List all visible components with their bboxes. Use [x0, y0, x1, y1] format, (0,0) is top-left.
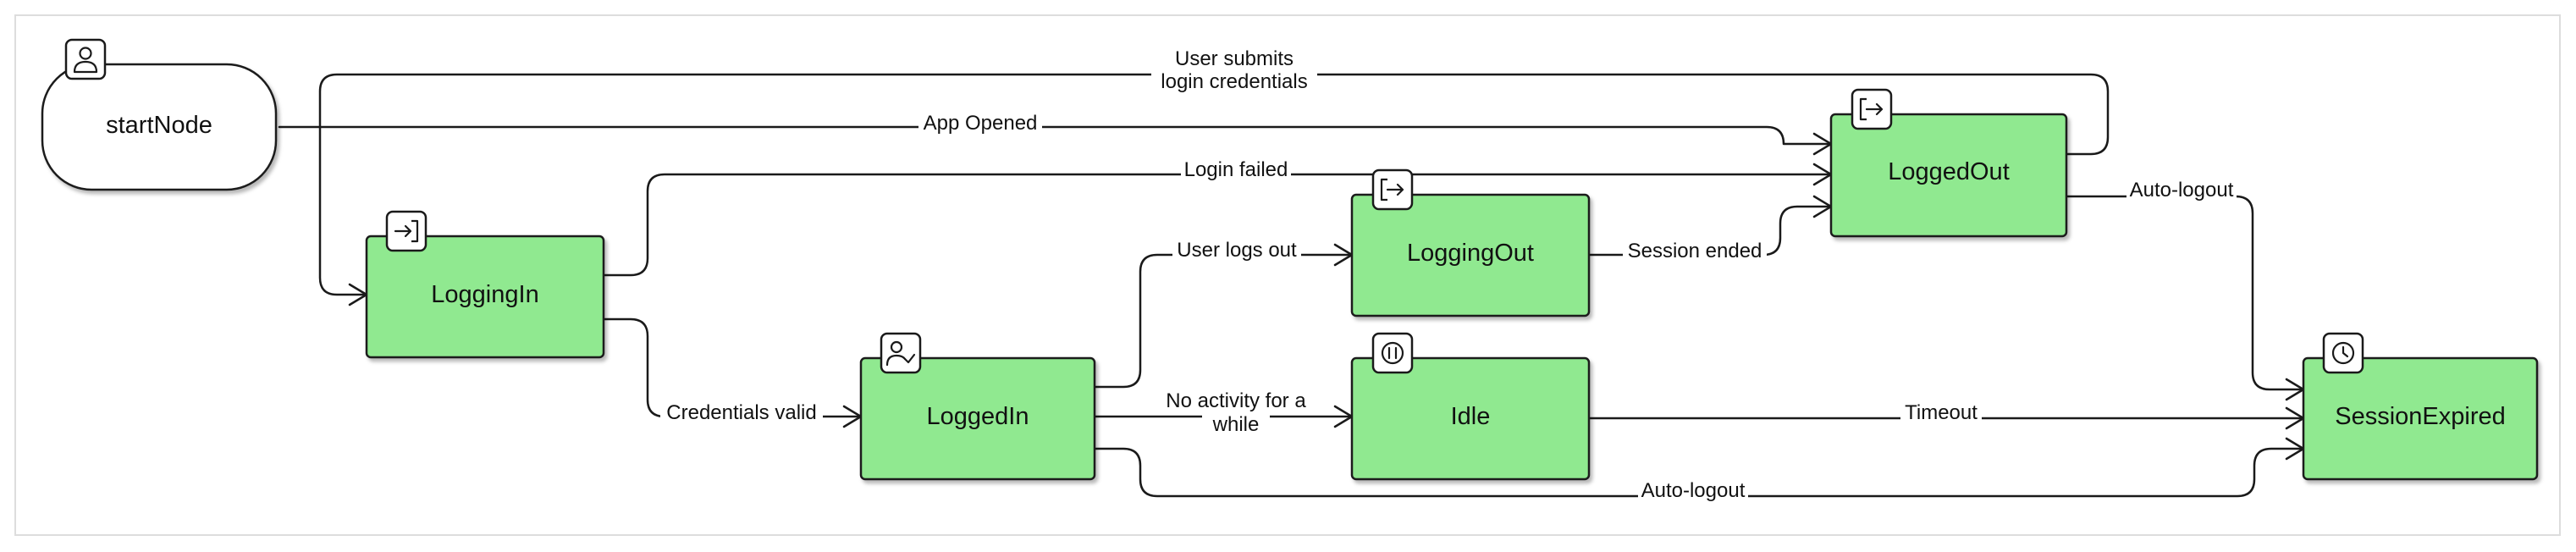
label-user-submits-line1: User submits — [1175, 47, 1294, 70]
node-start[interactable]: startNode — [41, 38, 278, 191]
node-idle-label: Idle — [1451, 403, 1491, 430]
node-logged-out-label: LoggedOut — [1888, 158, 2010, 185]
node-logged-out[interactable]: LoggedOut — [1829, 88, 2068, 238]
logout-icon — [1371, 168, 1414, 211]
node-logging-in[interactable]: LoggingIn — [365, 210, 605, 359]
node-session-expired-label: SessionExpired — [2335, 403, 2506, 430]
edge-session-ended — [1587, 205, 1833, 257]
edge-credentials-valid — [602, 317, 863, 418]
diagram-frame — [14, 14, 2561, 536]
login-icon — [385, 210, 427, 252]
logout-icon — [1851, 88, 1893, 130]
user-check-icon — [880, 332, 922, 374]
node-logging-in-label: LoggingIn — [431, 281, 538, 308]
edge-login-failed — [602, 173, 1833, 277]
pause-icon — [1371, 332, 1414, 374]
node-session-expired[interactable]: SessionExpired — [2302, 332, 2539, 481]
label-auto-logout-top: Auto-logout — [2130, 179, 2234, 201]
node-logged-in-label: LoggedIn — [927, 403, 1029, 430]
node-logged-in[interactable]: LoggedIn — [859, 332, 1096, 481]
clock-icon — [2322, 332, 2364, 374]
node-idle[interactable]: Idle — [1350, 332, 1591, 481]
label-app-opened: App Opened — [924, 112, 1038, 135]
label-timeout: Timeout — [1905, 401, 1978, 424]
node-start-label: startNode — [106, 112, 212, 139]
user-icon — [64, 38, 107, 80]
node-logging-out[interactable]: LoggingOut — [1350, 168, 1591, 317]
edge-app-opened — [278, 125, 1833, 146]
edge-auto-logout-top — [2065, 195, 2305, 391]
label-auto-logout-bottom: Auto-logout — [1641, 479, 1746, 502]
label-user-logs-out: User logs out — [1177, 239, 1297, 262]
label-user-submits-line2: login credentials — [1161, 70, 1307, 93]
label-login-failed: Login failed — [1184, 158, 1288, 181]
label-no-activity-line1: No activity for a — [1166, 389, 1306, 412]
node-logging-out-label: LoggingOut — [1407, 240, 1534, 267]
label-credentials-valid: Credentials valid — [666, 401, 816, 424]
edge-user-logs-out — [1093, 253, 1354, 389]
label-no-activity-line2: while — [1212, 413, 1260, 436]
label-session-ended: Session ended — [1628, 240, 1762, 262]
